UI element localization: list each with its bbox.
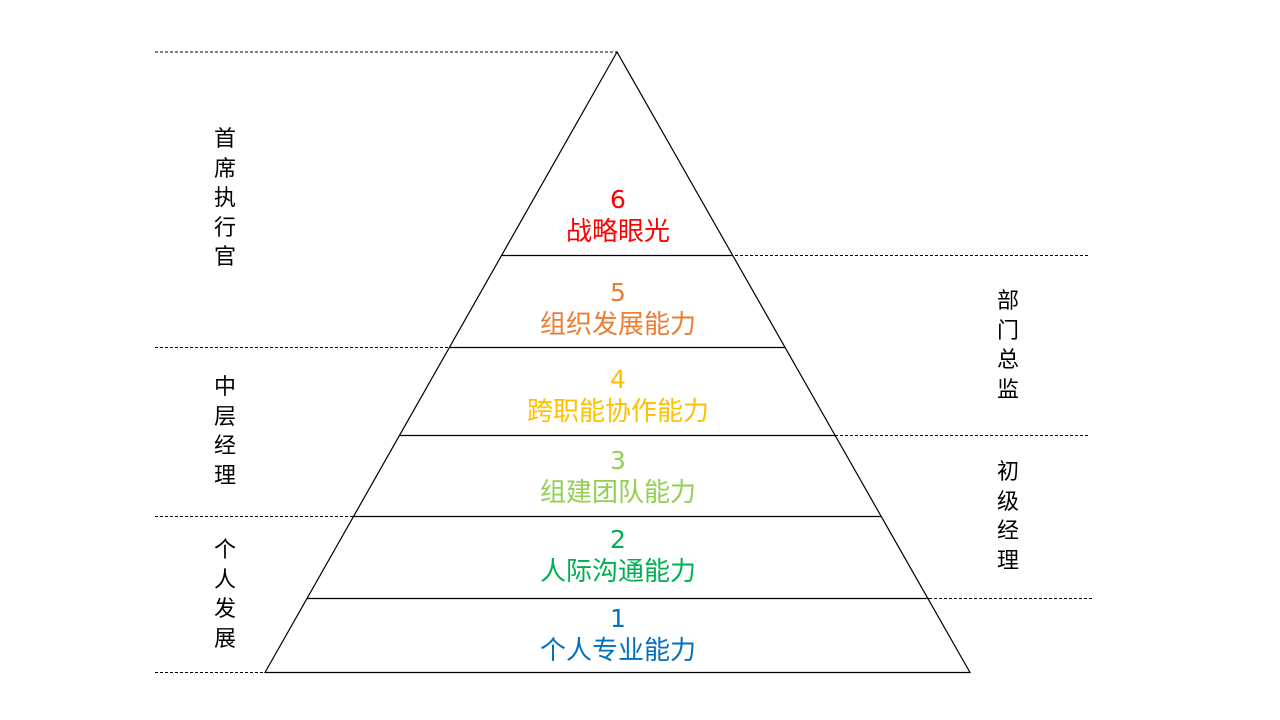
tier-number: 3	[610, 446, 626, 475]
tier-4: 4 跨职能协作能力	[418, 364, 818, 428]
tier-number: 5	[610, 278, 626, 307]
tier-label: 跨职能协作能力	[526, 397, 709, 427]
tier-number: 6	[610, 185, 626, 214]
tier-number: 4	[610, 365, 626, 394]
tier-6: 6 战略眼光	[418, 184, 818, 248]
left-role-ceo: 首席执行官	[214, 127, 237, 270]
tier-label: 人际沟通能力	[539, 557, 696, 587]
left-role-middle-manager: 中层经理	[214, 375, 237, 489]
tier-1: 1 个人专业能力	[418, 603, 818, 667]
tier-label: 战略眼光	[565, 217, 670, 247]
right-role-junior-manager: 初级经理	[997, 460, 1020, 574]
tier-2: 2 人际沟通能力	[418, 524, 818, 588]
tier-3: 3 组建团队能力	[418, 445, 818, 509]
tier-5: 5 组织发展能力	[418, 277, 818, 341]
tier-label: 个人专业能力	[539, 636, 696, 666]
left-role-personal-development: 个人发展	[214, 538, 237, 652]
tier-label: 组建团队能力	[539, 478, 696, 508]
pyramid-outline	[263, 50, 972, 674]
right-role-department-director: 部门总监	[997, 289, 1020, 403]
tier-number: 2	[610, 525, 626, 554]
tier-label: 组织发展能力	[539, 310, 696, 340]
tier-number: 1	[610, 604, 626, 633]
